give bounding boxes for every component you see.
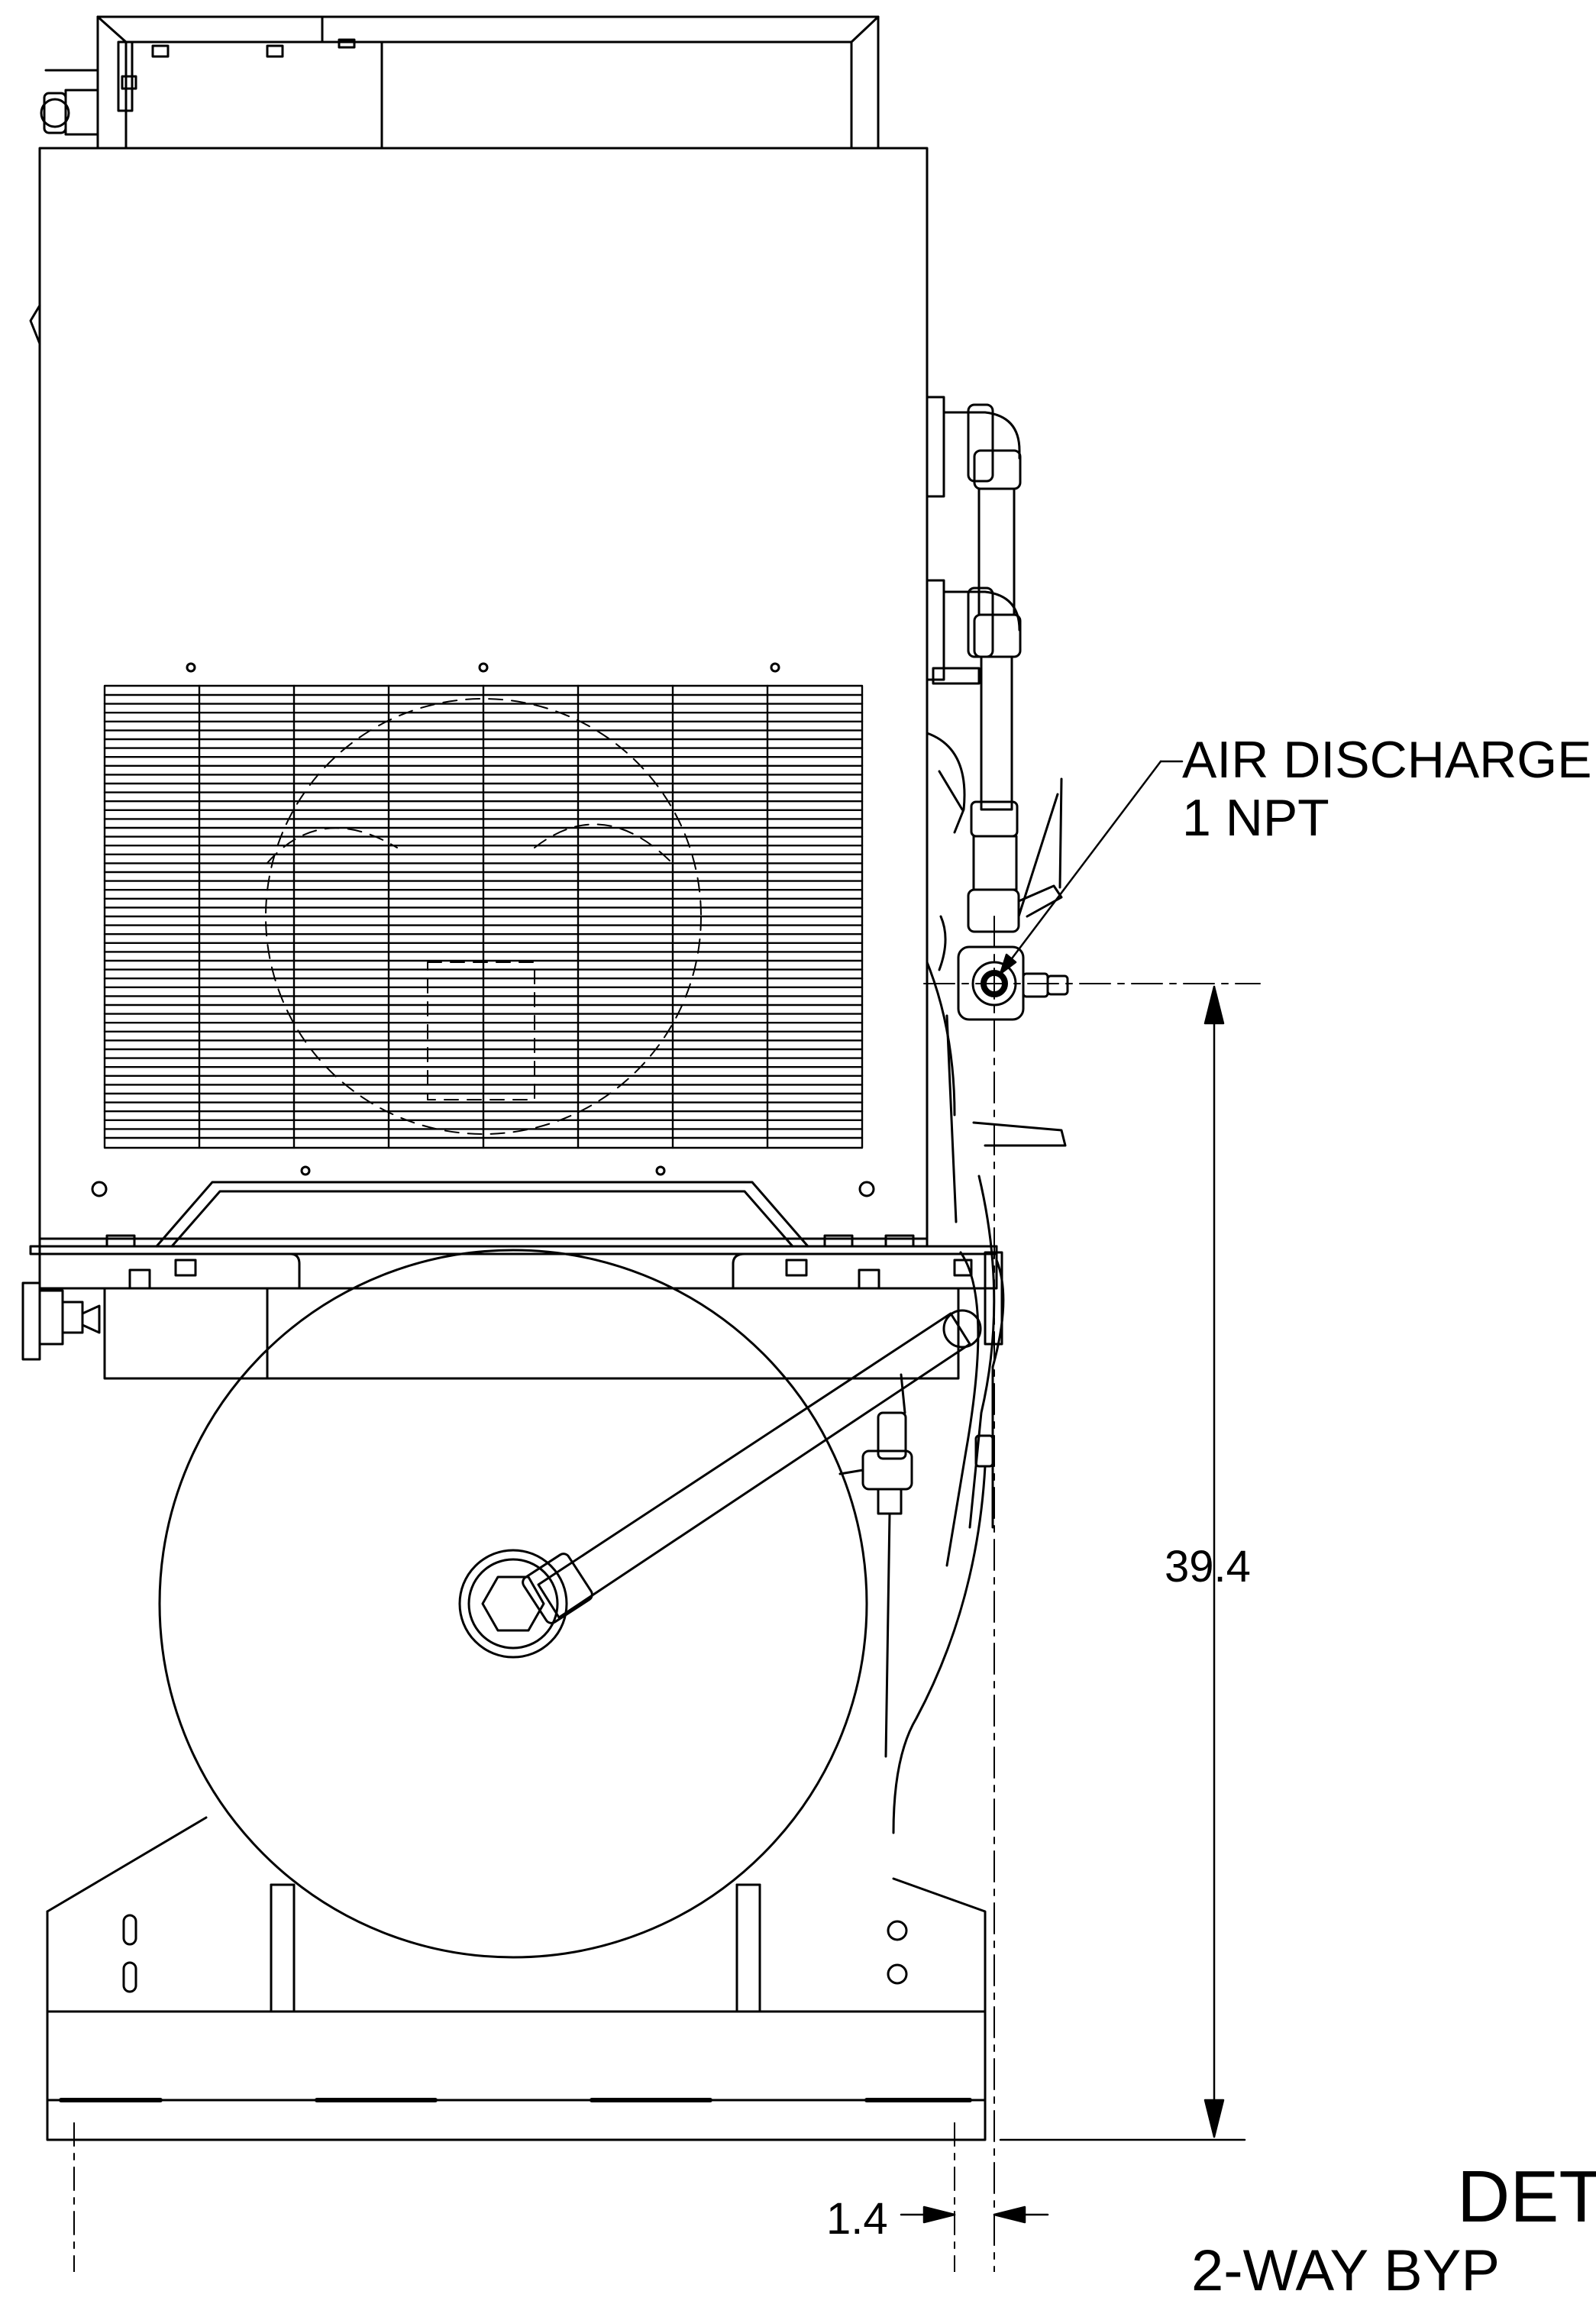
pressure-switch-icon <box>21 1281 101 1361</box>
callout-leader <box>999 760 1184 975</box>
tank-saddle <box>46 1816 987 2013</box>
detail-title: DET <box>1457 2156 1596 2238</box>
discharge-piping <box>926 396 1063 933</box>
fan-outline <box>265 698 702 1135</box>
stop-button-icon <box>40 69 99 136</box>
cooler-grille <box>103 684 864 1149</box>
dimension-horizontal <box>900 2205 1049 2224</box>
control-box <box>96 15 880 150</box>
upper-frame <box>29 1234 998 1290</box>
air-discharge-callout: AIR DISCHARGE 1 NPT <box>1182 731 1592 847</box>
callout-line-2: 1 NPT <box>1182 789 1329 848</box>
main-cabinet <box>29 147 929 1248</box>
receiver-tank <box>158 1249 868 1959</box>
motor-cover-base <box>155 1181 809 1248</box>
cabinet-fasteners <box>91 662 875 1197</box>
drain-valve-icon <box>838 1373 994 1834</box>
intake-pipe <box>522 1309 982 1624</box>
detail-subtitle: 2-WAY BYP <box>1191 2238 1501 2303</box>
base-skid <box>46 2010 987 2141</box>
motor-mount-block <box>103 1287 960 1380</box>
vertical-dimension-label: 39.4 <box>1165 1542 1251 1591</box>
dimension-vertical <box>999 985 1246 2141</box>
callout-line-1: AIR DISCHARGE <box>1182 731 1592 789</box>
centerlines <box>73 916 1261 2272</box>
horizontal-dimension-label: 1.4 <box>826 2194 888 2244</box>
cabinet-side-fittings <box>926 667 1067 1223</box>
